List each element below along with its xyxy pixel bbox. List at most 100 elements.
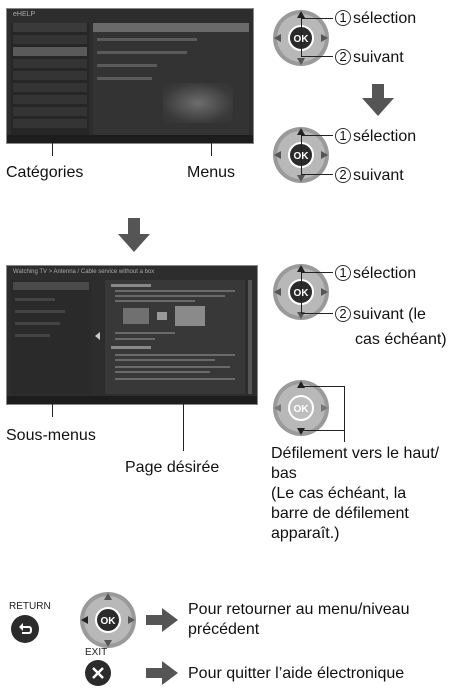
ehelp-screen-page: Watching TV > Antenna / Cable service wi… (6, 265, 258, 405)
categories-label: Catégories (6, 164, 84, 181)
pointer-line (211, 142, 212, 156)
svg-text:OK: OK (294, 404, 310, 415)
scrollbar[interactable] (248, 280, 252, 394)
step-select-text: sélection (353, 10, 417, 27)
submenu-row-selected (13, 282, 89, 290)
step-number: 1 (335, 128, 351, 144)
content-line (115, 338, 155, 340)
content-line (115, 300, 195, 302)
content-line (115, 332, 175, 334)
diagram-box (157, 312, 167, 320)
pointer-line (301, 430, 345, 431)
category-row-selected (13, 47, 87, 56)
step-select-text: sélection (353, 128, 417, 145)
menu-row (97, 51, 187, 54)
category-row (13, 35, 87, 44)
exit-button-label: EXIT (85, 647, 108, 658)
pointer-line (52, 142, 53, 156)
return-button-icon[interactable] (10, 614, 40, 644)
dpad-ok-icon: OK (80, 592, 136, 648)
pointer-line (301, 272, 333, 273)
content-line (115, 378, 235, 380)
svg-text:OK: OK (101, 616, 117, 627)
desired-page-label: Page désirée (125, 459, 220, 476)
return-line: Pour retourner au menu/niveau (188, 601, 410, 618)
category-row (13, 59, 87, 68)
step-number: 2 (335, 49, 351, 65)
step-number: 1 (335, 10, 351, 26)
step-next-text: suivant (353, 49, 404, 66)
content-line (115, 366, 230, 368)
pointer-line (344, 386, 345, 442)
return-line: précédent (188, 621, 260, 638)
content-line (111, 284, 151, 287)
category-row (13, 107, 87, 116)
step-number: 2 (335, 306, 351, 322)
exit-button-icon[interactable] (84, 659, 112, 687)
diagram-box (123, 308, 149, 324)
pointer-line (301, 18, 302, 56)
category-row (13, 23, 87, 32)
ehelp-screen-categories: eHELP (6, 8, 254, 144)
content-line (111, 346, 151, 349)
scroll-line: apparaît.) (271, 525, 340, 542)
category-column (11, 23, 89, 135)
step-next-text: suivant (le (353, 306, 426, 323)
menu-row (97, 38, 197, 41)
content-line (115, 295, 225, 297)
screen-footer (7, 396, 257, 404)
step-next-if-applicable-line2: cas échéant) (355, 331, 447, 348)
menus-label: Menus (187, 164, 236, 181)
arrow-down-icon (118, 218, 150, 252)
pointer-line (301, 174, 333, 175)
content-line (115, 354, 235, 356)
submenu-row (15, 322, 60, 325)
scroll-line: bas (271, 465, 297, 482)
pointer-line (52, 403, 53, 417)
scroll-description: Défilement vers le haut/ bas (Le cas éch… (271, 444, 469, 544)
left-arrow-icon (95, 332, 100, 340)
scroll-line: Défilement vers le haut/ (271, 445, 440, 462)
arrow-right-icon (146, 608, 178, 632)
content-line (115, 290, 235, 292)
category-row (13, 83, 87, 92)
step-select-text: sélection (353, 265, 417, 282)
content-line (115, 371, 210, 373)
menu-row-selected (93, 23, 249, 32)
category-row (13, 71, 87, 80)
pointer-line (301, 135, 333, 136)
category-row (13, 95, 87, 104)
screen-title: eHELP (13, 11, 36, 18)
content-line (115, 359, 215, 361)
pointer-line (301, 313, 333, 314)
menu-row (97, 64, 157, 67)
pointer-line (301, 56, 333, 57)
page-content (105, 280, 245, 394)
submenu-column (11, 280, 91, 394)
pointer-line (301, 386, 345, 387)
step-number: 2 (335, 167, 351, 183)
submenu-row (15, 310, 65, 313)
arrow-down-icon (362, 84, 394, 116)
exit-description: Pour quitter l’aide électronique (188, 665, 405, 682)
submenu-row (15, 298, 55, 301)
pointer-line (301, 135, 302, 174)
screen-title: Watching TV > Antenna / Cable service wi… (13, 269, 155, 275)
decorative-image (163, 83, 233, 123)
screen-footer (7, 135, 253, 143)
pointer-line (183, 403, 184, 451)
menu-column (93, 23, 249, 135)
submenu-row (15, 334, 50, 337)
category-row (13, 119, 87, 128)
return-button-label: RETURN (9, 601, 51, 612)
submenus-label: Sous-menus (6, 427, 96, 444)
step-next-text: suivant (353, 167, 404, 184)
pointer-line (301, 18, 333, 19)
scroll-line: barre de défilement (271, 505, 409, 522)
step-number: 1 (335, 265, 351, 281)
menu-row (97, 77, 152, 80)
